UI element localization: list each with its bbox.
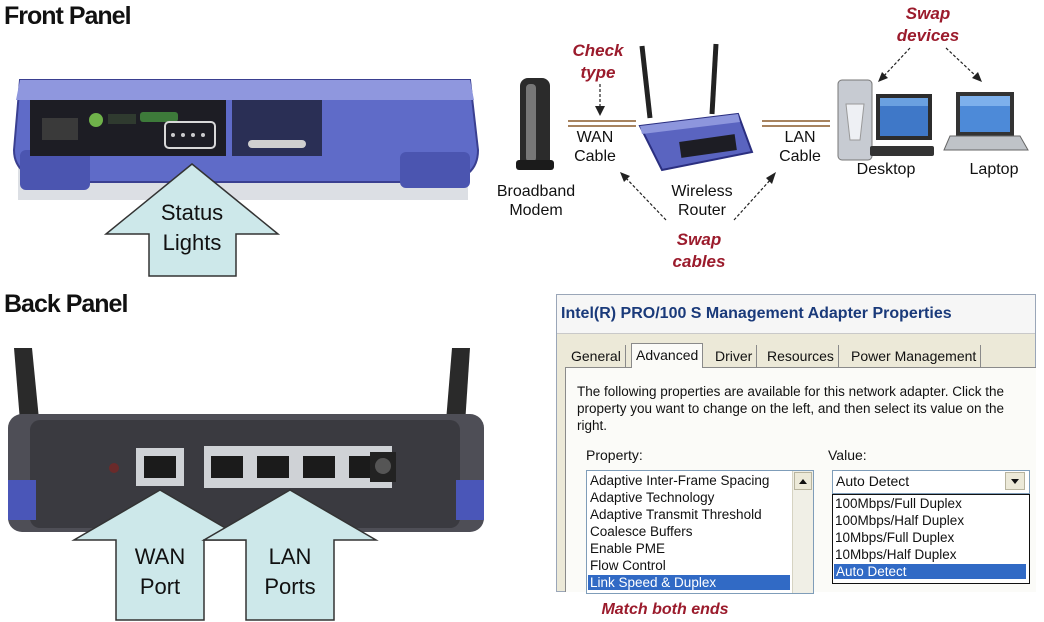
lan-ports-line1: LAN	[268, 544, 312, 569]
property-item[interactable]: Enable PME	[590, 541, 666, 556]
wan-port-line1: WAN	[134, 544, 186, 569]
status-lights-line2: Lights	[162, 230, 222, 255]
property-scrollbar[interactable]	[792, 471, 813, 593]
laptop-label: Laptop	[969, 161, 1019, 178]
value-select[interactable]: Auto Detect	[832, 470, 1030, 494]
broadband-modem-label: Broadband Modem	[490, 182, 582, 220]
property-item-selected[interactable]: Link Speed & Duplex	[588, 575, 790, 590]
check-type-line2: type	[580, 63, 616, 82]
front-panel-heading: Front Panel	[4, 2, 132, 30]
tab-resources[interactable]: Resources	[763, 345, 839, 367]
lan-cable-label: LAN Cable	[766, 128, 834, 166]
lan-ports-label: LAN Ports	[242, 542, 338, 602]
scroll-up-button[interactable]	[794, 472, 812, 490]
laptop-image	[943, 92, 1029, 151]
property-label: Property:	[586, 447, 643, 463]
value-option[interactable]: 10Mbps/Full Duplex	[835, 530, 955, 545]
swap-cables-callout: Swap cables	[656, 229, 742, 273]
tab-advanced[interactable]: Advanced	[631, 343, 704, 368]
value-select-dropdown-button[interactable]	[1005, 472, 1025, 490]
back-panel-router-image	[8, 348, 484, 621]
wan-cable-label: WAN Cable	[562, 128, 628, 166]
value-select-text: Auto Detect	[836, 473, 910, 489]
property-listbox[interactable]: Adaptive Inter-Frame Spacing Adaptive Te…	[586, 470, 814, 594]
desktop-label: Desktop	[856, 161, 916, 178]
broadband-modem-image	[516, 78, 554, 170]
dialog-titlebar: Intel(R) PRO/100 S Management Adapter Pr…	[557, 295, 1035, 334]
wan-port-label: WAN Port	[112, 542, 208, 602]
lan-ports-line2: Ports	[264, 574, 316, 599]
swap-cables-line2: cables	[672, 252, 726, 271]
value-option[interactable]: 100Mbps/Full Duplex	[835, 496, 962, 511]
chevron-down-icon	[1011, 479, 1019, 484]
check-type-line1: Check	[572, 41, 624, 60]
wan-cable-line2: Cable	[574, 148, 616, 165]
dialog-description: The following properties are available f…	[577, 384, 1005, 433]
property-item[interactable]: Adaptive Transmit Threshold	[590, 507, 762, 522]
swap-devices-callout: Swap devices	[880, 3, 976, 47]
wan-port-line2: Port	[139, 574, 181, 599]
value-option[interactable]: 100Mbps/Half Duplex	[835, 513, 965, 528]
wireless-router-label: Wireless Router	[654, 182, 750, 220]
modem-line1: Broadband	[496, 183, 576, 200]
lan-cable-line2: Cable	[779, 148, 821, 165]
wireless-router-image	[638, 43, 754, 172]
value-dropdown-list: 100Mbps/Full Duplex 100Mbps/Half Duplex …	[832, 494, 1030, 584]
property-item[interactable]: Adaptive Inter-Frame Spacing	[590, 473, 770, 488]
back-panel-heading: Back Panel	[4, 290, 128, 318]
swap-devices-line1: Swap	[905, 4, 951, 23]
router-line1: Wireless	[671, 183, 733, 200]
match-both-ends-callout: Match both ends	[601, 601, 729, 618]
value-option-selected[interactable]: Auto Detect	[834, 564, 1026, 579]
front-panel-router-image	[12, 79, 480, 277]
property-item[interactable]: Coalesce Buffers	[590, 524, 693, 539]
property-item[interactable]: Adaptive Technology	[590, 490, 715, 505]
check-type-callout: Check type	[560, 40, 636, 84]
status-lights-label: Status Lights	[142, 198, 242, 258]
scroll-up-arrow-icon	[799, 479, 807, 484]
swap-cables-line1: Swap	[676, 230, 722, 249]
adapter-properties-dialog: Intel(R) PRO/100 S Management Adapter Pr…	[556, 294, 1036, 594]
dialog-title: Intel(R) PRO/100 S Management Adapter Pr…	[561, 305, 952, 322]
modem-line2: Modem	[509, 202, 563, 219]
value-label: Value:	[828, 447, 867, 463]
network-diagram	[516, 43, 1029, 221]
tab-power-management[interactable]: Power Management	[847, 345, 982, 367]
value-option[interactable]: 10Mbps/Half Duplex	[835, 547, 957, 562]
status-lights-line1: Status	[160, 200, 224, 225]
swap-devices-line2: devices	[896, 26, 960, 45]
lan-cable-line1: LAN	[784, 129, 816, 146]
desktop-image	[837, 79, 934, 161]
tab-general[interactable]: General	[567, 345, 626, 367]
router-line2: Router	[677, 202, 727, 219]
tab-driver[interactable]: Driver	[711, 345, 758, 367]
property-item[interactable]: Flow Control	[590, 558, 666, 573]
wan-cable-line1: WAN	[576, 129, 614, 146]
